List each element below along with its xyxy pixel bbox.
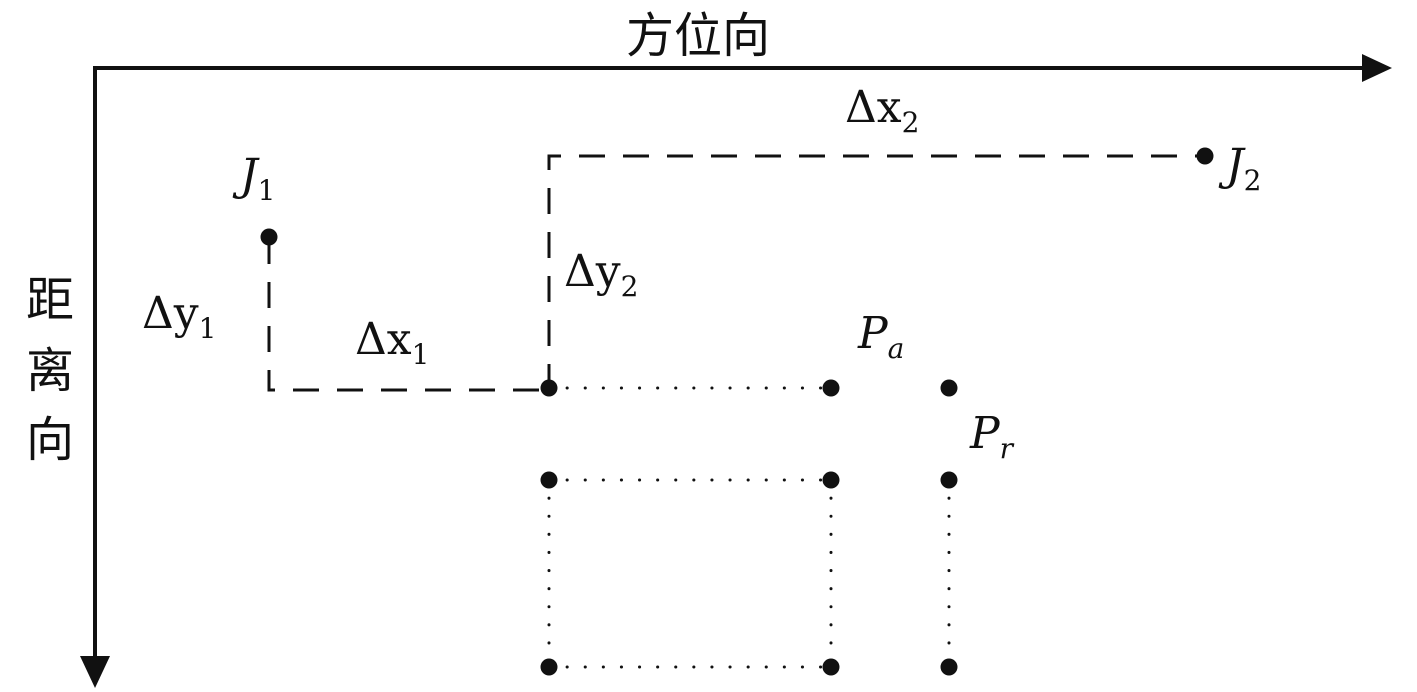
azimuth-arrowhead — [1362, 54, 1392, 82]
j2-label: J2 — [1218, 140, 1261, 197]
jammer-j1-point — [260, 228, 278, 246]
jammer-j2-point — [1196, 147, 1214, 165]
delta-x1-label: Δx1 — [355, 314, 429, 371]
j1-offset-path — [267, 238, 549, 392]
j1-label: J1 — [232, 150, 275, 207]
grid-point — [822, 658, 840, 676]
grid-point — [822, 471, 840, 489]
delta-x2-label: Δx2 — [845, 82, 919, 139]
grid-point — [540, 379, 558, 397]
range-arrowhead — [80, 656, 110, 688]
azimuth-axis-label: 方位向 — [626, 8, 770, 64]
pr-label: Pr — [969, 408, 1015, 465]
range-axis-label-char-1: 距 — [26, 272, 74, 328]
grid-point — [822, 379, 840, 397]
pa-label: Pa — [857, 308, 904, 365]
grid-point — [940, 658, 958, 676]
grid-point — [540, 471, 558, 489]
grid-point — [540, 658, 558, 676]
delta-y1-label: Δy1 — [142, 288, 216, 345]
j2-offset-path — [547, 154, 1205, 390]
dotted-grid — [547, 386, 951, 669]
grid-point — [940, 471, 958, 489]
grid-point — [940, 379, 958, 397]
range-axis-label-char-2: 离 — [26, 343, 74, 399]
delta-y2-label: Δy2 — [564, 246, 638, 303]
range-axis-label-char-3: 向 — [26, 412, 74, 468]
